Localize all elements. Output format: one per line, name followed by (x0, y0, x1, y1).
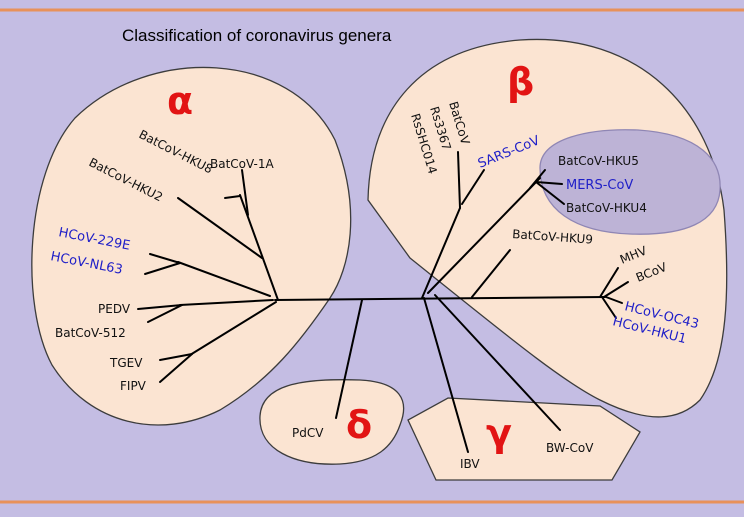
gamma-symbol: γ (486, 411, 512, 455)
diagram-title: Classification of coronavirus genera (122, 26, 392, 45)
branch-hcov-229e (149, 253, 181, 264)
branch-beta-sars (421, 207, 461, 299)
branch-tgev (159, 353, 193, 361)
branch-mers-cov (535, 181, 563, 185)
label-batcov-hku9: BatCoV-HKU9 (512, 227, 594, 247)
branch-pdcv (335, 299, 363, 419)
label-batcov-hku4: BatCoV-HKU4 (566, 201, 647, 215)
branch-batcov-hku5 (529, 169, 546, 189)
label-batcov-hku5: BatCoV-HKU5 (558, 154, 639, 168)
label-pdcv: PdCV (292, 426, 324, 440)
label-bw-cov: BW-CoV (546, 441, 594, 455)
label-pedv: PEDV (98, 302, 131, 316)
branch-hcov-nl63 (144, 262, 181, 275)
label-batcov-512: BatCoV-512 (55, 326, 126, 340)
branch-bcov (603, 281, 629, 298)
branch-alpha-pedv-group (179, 299, 274, 306)
trunk-main (274, 296, 606, 301)
branch-batcov-512 (147, 304, 183, 323)
label-tgev: TGEV (109, 356, 143, 370)
beta-symbol: β (507, 60, 534, 104)
branch-batcov-hku4 (535, 181, 565, 205)
branch-mhv (599, 267, 619, 298)
gamma-region (407, 397, 641, 481)
label-mers-cov: MERS-CoV (566, 178, 633, 193)
mers-group-region (539, 129, 721, 235)
branch-ibv (423, 297, 469, 453)
label-batcov-1a: BatCoV-1A (210, 157, 274, 171)
branch-batcov-hku8 (224, 195, 241, 199)
label-fipv: FIPV (120, 379, 147, 393)
branch-beta-mers (427, 177, 541, 294)
branch-hcov-oc43 (605, 296, 623, 304)
branch-batcov-1a (241, 169, 249, 216)
label-ibv: IBV (460, 457, 480, 471)
branch-fipv (159, 353, 193, 383)
branch-hcov-hku1 (601, 296, 617, 319)
delta-symbol: δ (346, 403, 372, 447)
branch-alpha-upper (239, 194, 279, 301)
branch-bw-cov (434, 294, 561, 431)
branch-sars-cov (461, 169, 485, 205)
branch-batcov-hku9 (471, 249, 511, 298)
branch-pedv (137, 304, 183, 310)
branch-alpha-tgev-group (189, 301, 277, 356)
delta-region (259, 379, 405, 465)
alpha-region (31, 66, 352, 426)
alpha-symbol: α (167, 79, 193, 123)
branch-batcov-hku2 (177, 197, 263, 259)
branch-batcov (457, 151, 461, 209)
branch-alpha-nl63-group (177, 261, 271, 297)
